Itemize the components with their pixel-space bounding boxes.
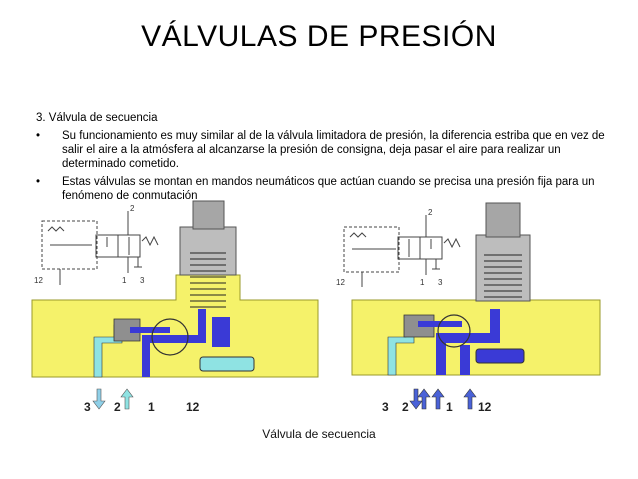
- symbol-label-3: 3: [438, 278, 443, 287]
- seal-right: [437, 314, 471, 348]
- bullet-text: Estas válvulas se montan en mandos neumá…: [62, 176, 595, 202]
- adjust-knob-right: [485, 202, 521, 238]
- valve-bonnet-left: [179, 226, 237, 276]
- spring-right: [484, 254, 522, 298]
- bullet-marker: •: [36, 130, 41, 142]
- seal-left: [151, 318, 189, 356]
- spring-left: [190, 252, 226, 308]
- port-label-12: 12: [478, 400, 492, 414]
- diaphragm-right: [475, 348, 525, 364]
- symbol-label-12: 12: [336, 278, 345, 287]
- valve-symbol-left: [41, 211, 159, 285]
- valve-housing-left: [31, 274, 319, 378]
- port-label-3: 3: [84, 400, 91, 414]
- port-arrows-left: [92, 388, 134, 410]
- symbol-label-1: 1: [420, 278, 425, 287]
- symbol-label-12: 12: [34, 276, 43, 285]
- supply-passage-right: [436, 309, 500, 375]
- symbol-label-2: 2: [130, 204, 135, 213]
- port-label-3: 3: [382, 400, 389, 414]
- bullet-marker: •: [36, 176, 41, 188]
- piston-left: [113, 318, 141, 342]
- symbol-label-1: 1: [122, 276, 127, 285]
- port-label-1: 1: [446, 400, 453, 414]
- valve-left: 2 12 1 3 3 2 1 12: [31, 200, 319, 414]
- slide-body: 3. Válvula de secuencia • Su funcionamie…: [36, 111, 616, 207]
- slide-title: VÁLVULAS DE PRESIÓN: [141, 20, 497, 53]
- port-label-12: 12: [186, 400, 200, 414]
- supply-passage-left: [142, 309, 230, 377]
- bullet-text: Su funcionamiento es muy similar al de l…: [62, 130, 605, 170]
- bullet-item: • Estas válvulas se montan en mandos neu…: [36, 175, 616, 203]
- port-label-1: 1: [148, 400, 155, 414]
- stem-left: [130, 327, 170, 333]
- symbol-label-3: 3: [140, 276, 145, 285]
- sequence-valve-figure: 2 12 1 3 3 2 1 12: [31, 200, 601, 414]
- port-arrows-right: [409, 388, 477, 410]
- figure-caption: Válvula de secuencia: [262, 427, 376, 441]
- bullet-item: • Su funcionamiento es muy similar al de…: [36, 129, 616, 171]
- symbol-label-2: 2: [428, 208, 433, 217]
- valve-right: 2 12 1 3 3 2 1 12: [336, 202, 601, 414]
- section-heading: 3. Válvula de secuencia: [36, 112, 158, 124]
- adjust-knob-left: [192, 200, 225, 230]
- valve-symbol-right: [343, 215, 461, 287]
- port-label-2: 2: [402, 400, 409, 414]
- diaphragm-left: [199, 356, 255, 372]
- port-label-2: 2: [114, 400, 121, 414]
